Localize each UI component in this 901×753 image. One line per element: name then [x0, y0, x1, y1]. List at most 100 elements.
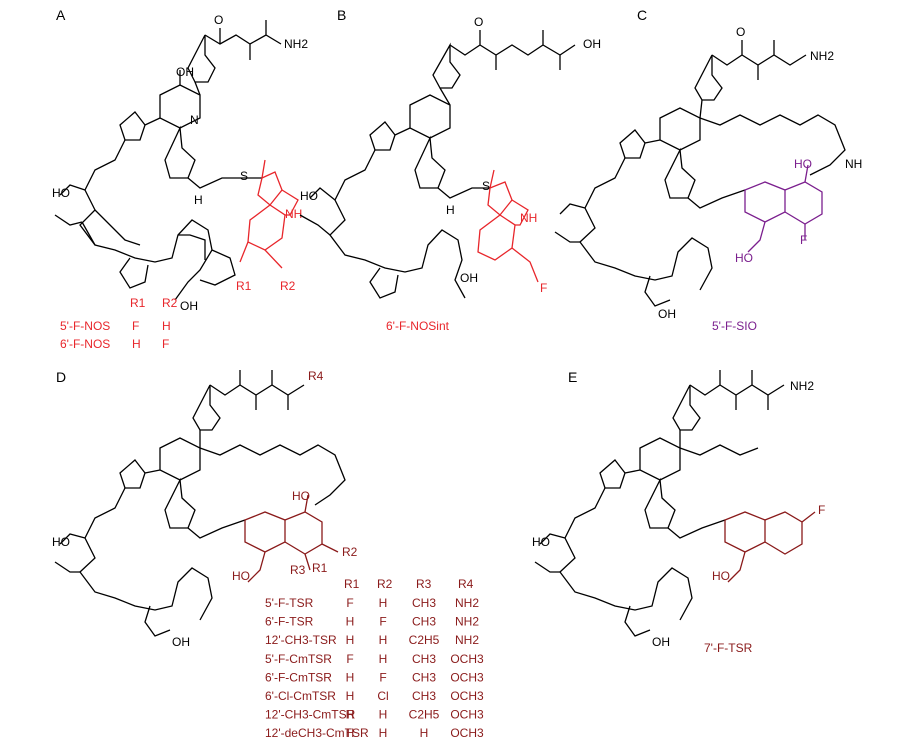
panel-a-row-1-name: 6'-F-NOS — [60, 337, 110, 351]
panel-c-atom-6: NH — [845, 157, 862, 171]
panel-d-row-r3: C2H5 — [409, 708, 440, 722]
panel-c-caption: 5'-F-SIO — [712, 319, 757, 333]
panel-b: B OH O H S F NH OH HO 6'-F- — [299, 7, 601, 333]
panel-e-atom-labels: NH2 F HO HO OH — [532, 379, 825, 649]
panel-d-row-r2: H — [379, 633, 388, 647]
panel-a-atom-1: O — [214, 13, 223, 27]
panel-c-letter: C — [637, 7, 647, 23]
panel-e: E NH2 F HO HO OH 7'-F-TSR — [532, 369, 825, 655]
panel-d-atom-3: R3 — [290, 563, 306, 577]
panel-b-atom-7: HO — [300, 189, 318, 203]
panel-d-atom-6: OH — [172, 635, 190, 649]
panel-d-row-name: 5'-F-CmTSR — [265, 652, 332, 666]
panel-a-atom-9: R2 — [280, 279, 296, 293]
panel-c-purple-moiety — [744, 164, 823, 253]
panel-a-atom-2: NH2 — [284, 37, 308, 51]
panel-a-header-r2: R2 — [162, 296, 178, 310]
panel-d-row-r4: OCH3 — [450, 708, 484, 722]
panel-a-structure — [54, 20, 282, 301]
panel-a-atom-0: OH — [176, 65, 194, 79]
panel-d-row-r3: CH3 — [412, 652, 436, 666]
panel-a-atom-6: HO — [52, 186, 70, 200]
panel-d-structure — [54, 370, 346, 637]
panel-d-row-name: 12'-deCH3-CmTSR — [265, 726, 369, 740]
panel-b-atom-0: OH — [583, 37, 601, 51]
panel-b-atom-2: H — [446, 203, 455, 217]
panel-d-row-r1: H — [346, 726, 355, 740]
panel-d-row-r3: C2H5 — [409, 633, 440, 647]
panel-d-row-r4: OCH3 — [450, 689, 484, 703]
panel-d-row-r4: OCH3 — [450, 726, 484, 740]
panel-c-atom-labels: NH2 O HO F HO OH NH — [658, 25, 862, 321]
panel-d-row-r3: CH3 — [412, 670, 436, 684]
panel-e-atom-2: HO — [712, 569, 730, 583]
panel-c-atom-1: O — [736, 25, 745, 39]
panel-d-row-r2: Cl — [377, 689, 388, 703]
panel-d-row-r1: F — [346, 596, 353, 610]
panel-b-atom-5: NH — [520, 211, 537, 225]
panel-d-atom-0: R4 — [308, 369, 324, 383]
panel-c: C NH2 O HO F HO OH NH 5'-F — [554, 7, 862, 333]
panel-c-atom-2: HO — [794, 157, 812, 171]
panel-d-atom-7: HO — [52, 535, 70, 549]
panel-a-row-0-name: 5'-F-NOS — [60, 319, 110, 333]
panel-d-row-r2: F — [379, 615, 386, 629]
panel-d-row-name: 6'-F-CmTSR — [265, 670, 332, 684]
panel-d-row-r1: H — [346, 615, 355, 629]
panel-e-atom-4: OH — [652, 635, 670, 649]
panel-d-row-r4: NH2 — [455, 596, 479, 610]
panel-d-header-r2: R2 — [377, 577, 393, 591]
panel-a-legend: R1 R2 5'-F-NOS F H 6'-F-NOS H F — [60, 296, 178, 351]
panel-a-header-r1: R1 — [130, 296, 146, 310]
panel-c-atom-0: NH2 — [810, 49, 834, 63]
panel-d-header-r1: R1 — [344, 577, 360, 591]
panel-a-atom-3: N — [190, 113, 199, 127]
panel-e-structure — [534, 370, 785, 637]
panel-d-row-r4: OCH3 — [450, 670, 484, 684]
panel-d: D R4 HO R2 R3 R1 HO OH HO — [52, 369, 484, 740]
panel-a-atom-8: R1 — [236, 279, 252, 293]
panel-d-row-r2: H — [379, 596, 388, 610]
panel-d-row-r3: H — [420, 726, 429, 740]
panel-a-row-0-r2: H — [162, 319, 171, 333]
panel-d-row-name: 5'-F-TSR — [265, 596, 314, 610]
panel-b-atom-3: S — [482, 179, 490, 193]
panel-a-atom-5: S — [240, 169, 248, 183]
panel-d-row-r1: H — [346, 670, 355, 684]
panel-d-darkred-moiety — [244, 494, 339, 583]
panel-d-row-r1: H — [346, 633, 355, 647]
panel-e-atom-0: NH2 — [790, 379, 814, 393]
panel-a-atom-10: OH — [180, 299, 198, 313]
panel-a-row-0-r1: F — [132, 319, 139, 333]
panel-a-row-1-r2: F — [162, 337, 169, 351]
panel-b-caption: 6'-F-NOSint — [386, 319, 450, 333]
panel-d-row-r2: H — [379, 708, 388, 722]
panel-d-row-r1: F — [346, 652, 353, 666]
panel-b-red-moiety — [477, 169, 539, 283]
panel-d-header-r4: R4 — [458, 577, 474, 591]
panel-a-atom-labels: OH O NH2 N H S HO NH R1 R2 OH — [52, 13, 308, 313]
panel-d-atom-4: R1 — [312, 561, 328, 575]
panel-d-header-r3: R3 — [416, 577, 432, 591]
panel-b-structure — [299, 30, 576, 299]
panel-d-row-r4: NH2 — [455, 615, 479, 629]
panel-d-atom-2: R2 — [342, 545, 358, 559]
panel-b-letter: B — [337, 7, 346, 23]
panel-e-caption: 7'-F-TSR — [704, 641, 753, 655]
panel-d-row-r1: H — [346, 689, 355, 703]
panel-b-atom-1: O — [474, 15, 483, 29]
panel-e-darkred-moiety — [724, 511, 816, 583]
panel-d-row-name: 6'-F-TSR — [265, 615, 314, 629]
panel-a: A — [52, 7, 308, 351]
panel-e-atom-3: HO — [532, 535, 550, 549]
panel-e-letter: E — [568, 369, 577, 385]
panel-c-atom-5: OH — [658, 307, 676, 321]
